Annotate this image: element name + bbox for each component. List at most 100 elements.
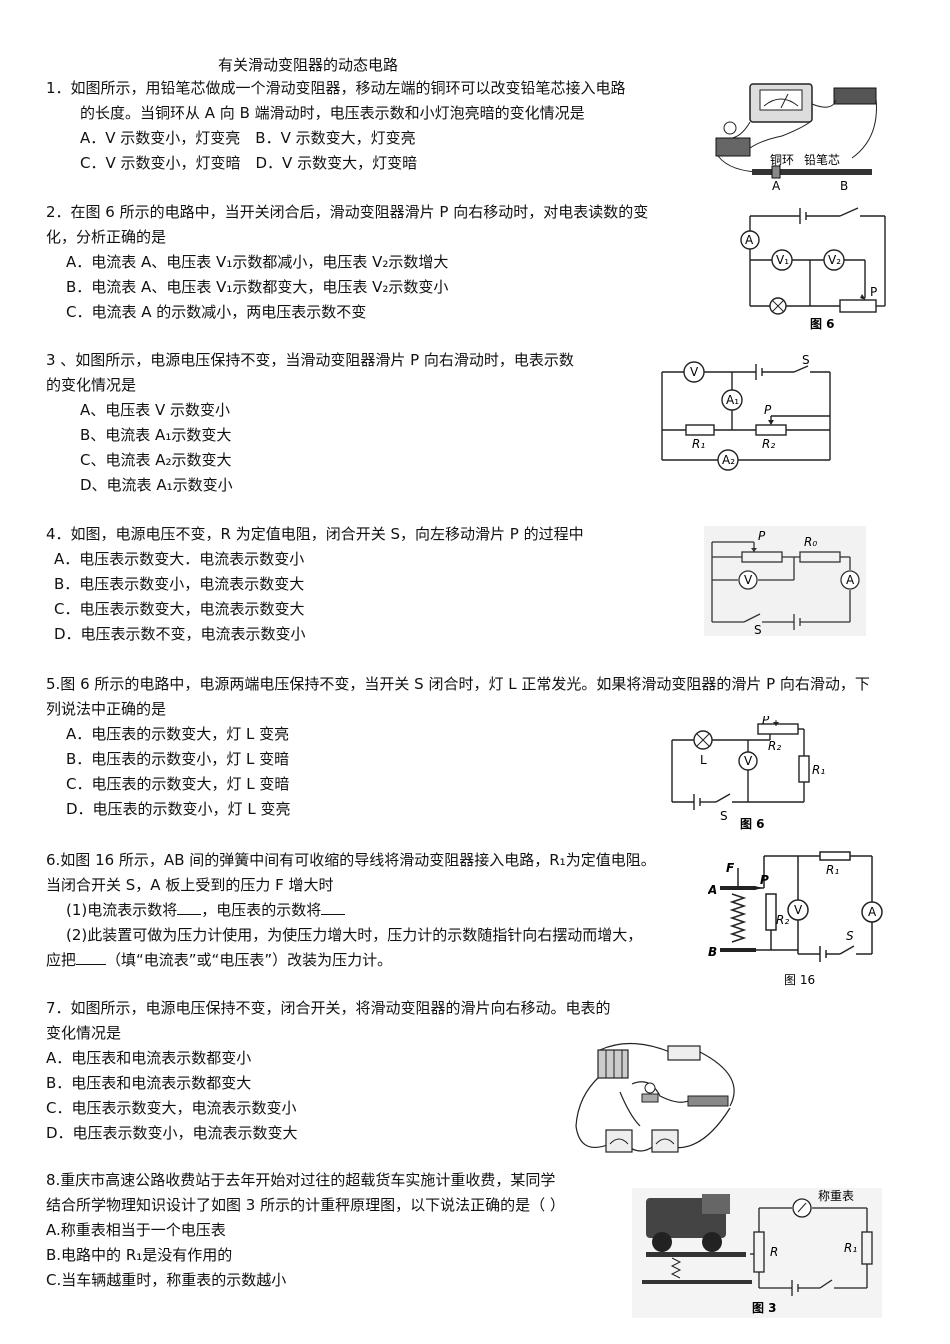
q8-fig-label-r: R (770, 1245, 778, 1259)
q1-fig-label-lead: 铅笔芯 (804, 152, 840, 167)
q7-option-a: A．电压表和电流表示数都变小 (46, 1049, 252, 1067)
q1-stem-line-2: 的长度。当铜环从 A 向 B 端滑动时，电压表示数和小灯泡亮暗的变化情况是 (80, 104, 585, 122)
q8-fig-label-r1: R₁ (844, 1241, 857, 1255)
q5-option-d: D．电压表的示数变小，灯 L 变亮 (66, 800, 291, 818)
q6-fig-label-r1: R₁ (826, 863, 839, 877)
q6-fig-label-f: F (726, 861, 735, 875)
q7-option-d: D．电压表示数变小，电流表示数变大 (46, 1124, 298, 1142)
q2-fig-meter-v1: V₁ (776, 253, 789, 267)
q7-stem-line-1: 7．如图所示，电源电压保持不变，闭合开关，将滑动变阻器的滑片向右移动。电表的 (46, 999, 611, 1017)
q3-option-b: B、电流表 A₁示数变大 (80, 426, 232, 444)
q6-fig-caption: 图 16 (784, 973, 815, 987)
q4-fig-label-s: S (754, 623, 762, 636)
q5-fig-label-r2: R₂ (768, 739, 781, 753)
q3-fig-label-s: S (802, 354, 810, 367)
q8-figure: 称重表 R R₁ 图 3 (632, 1188, 882, 1318)
q5-option-c: C．电压表的示数变大，灯 L 变暗 (66, 775, 290, 793)
q6-part-1: (1)电流表示数将，电压表的示数将 (46, 898, 656, 923)
q5-fig-label-r1: R₁ (812, 763, 825, 777)
q6-fig-label-r2: R₂ (776, 913, 789, 927)
q5-option-b: B．电压表的示数变小，灯 L 变暗 (66, 750, 290, 768)
question-2: 2．在图 6 所示的电路中，当开关闭合后，滑动变阻器滑片 P 向右移动时，对电表… (46, 200, 648, 325)
q5-stem-line-2: 列说法中正确的是 (46, 700, 167, 718)
q6-fig-label-a: A (708, 883, 717, 897)
q7-figure (570, 1036, 746, 1166)
q2-figure: A V₁ V₂ P 图 6 (740, 206, 890, 332)
q4-fig-meter-v: V (744, 573, 753, 587)
q1-stem-line-1: 1．如图所示，用铅笔芯做成一个滑动变阻器，移动左端的铜环可以改变铅笔芯接入电路 (46, 79, 626, 97)
q6-fig-label-b: B (708, 945, 717, 959)
page-title: 有关滑动变阻器的动态电路 (218, 56, 399, 74)
q3-fig-label-p: P (764, 403, 772, 417)
q6-fig-label-p: P (760, 873, 769, 887)
q6-stem-line-2: 当闭合开关 S，A 板上受到的压力 F 增大时 (46, 876, 334, 894)
question-4: 4．如图，电源电压不变，R 为定值电阻，闭合开关 S，向左移动滑片 P 的过程中… (46, 522, 584, 647)
question-7: 7．如图所示，电源电压保持不变，闭合开关，将滑动变阻器的滑片向右移动。电表的 变… (46, 996, 611, 1146)
q4-option-b: B．电压表示数变小，电流表示数变大 (54, 575, 305, 593)
q5-fig-label-p: P (762, 716, 770, 727)
q4-stem: 4．如图，电源电压不变，R 为定值电阻，闭合开关 S，向左移动滑片 P 的过程中 (46, 525, 584, 543)
q5-figure: L P R₂ R₁ V S 图 6 (664, 716, 830, 832)
q5-fig-label-l: L (700, 753, 707, 767)
q1-options-cd: C．V 示数变小，灯变暗 D．V 示数变大，灯变暗 (80, 154, 418, 172)
q8-option-b: B.电路中的 R₁是没有作用的 (46, 1246, 233, 1264)
question-5: 5.图 6 所示的电路中，电源两端电压保持不变，当开关 S 闭合时，灯 L 正常… (46, 672, 870, 822)
question-8: 8.重庆市高速公路收费站于去年开始对过往的超载货车实施计重收费，某同学 结合所学… (46, 1168, 565, 1293)
q3-fig-meter-v: V (690, 365, 699, 379)
q1-options-ab: A．V 示数变小，灯变亮 B．V 示数变大，灯变亮 (80, 129, 416, 147)
q4-figure: P R₀ V A S (704, 526, 866, 636)
q2-fig-caption: 图 6 (810, 317, 835, 331)
q7-stem-line-2: 变化情况是 (46, 1024, 122, 1042)
q4-option-d: D．电压表示数不变，电流表示数变小 (54, 625, 306, 643)
q2-fig-label-p: P (870, 285, 877, 299)
q3-option-d: D、电流表 A₁示数变小 (80, 476, 233, 494)
q2-fig-meter-a: A (745, 233, 754, 247)
q4-fig-label-p: P (758, 529, 766, 543)
q1-fig-label-b: B (840, 179, 848, 193)
question-6: 6.如图 16 所示，AB 间的弹簧中间有可收缩的导线将滑动变阻器接入电路，R₁… (46, 848, 656, 973)
q6-figure: F A B P R₁ R₂ V A S 图 16 (708, 850, 888, 990)
q3-stem-line-1: 3 、如图所示，电源电压保持不变，当滑动变阻器滑片 P 向右滑动时，电表示数 (46, 351, 574, 369)
q4-option-c: C．电压表示数变大，电流表示数变大 (54, 600, 305, 618)
q2-option-c: C．电流表 A 的示数减小，两电压表示数不变 (66, 303, 367, 321)
q6-part-2-cont: 应把（填“电流表”或“电压表”）改装为压力计。 (46, 950, 393, 969)
q3-option-a: A、电压表 V 示数变小 (80, 401, 231, 419)
q3-option-c: C、电流表 A₂示数变大 (80, 451, 232, 469)
q8-fig-caption: 图 3 (752, 1301, 777, 1315)
q8-option-a: A.称重表相当于一个电压表 (46, 1221, 226, 1239)
q8-stem-line-2: 结合所学物理知识设计了如图 3 所示的计重秤原理图，以下说法正确的是（ ） (46, 1196, 565, 1214)
q6-fig-meter-v: V (794, 903, 803, 917)
q6-fig-label-s: S (846, 929, 854, 943)
q5-fig-meter-v: V (744, 754, 753, 768)
q8-option-c: C.当车辆越重时，称重表的示数越小 (46, 1271, 287, 1289)
q5-stem-line-1: 5.图 6 所示的电路中，电源两端电压保持不变，当开关 S 闭合时，灯 L 正常… (46, 675, 870, 693)
q5-fig-label-s: S (720, 809, 728, 823)
question-3: 3 、如图所示，电源电压保持不变，当滑动变阻器滑片 P 向右滑动时，电表示数 的… (46, 348, 574, 498)
q6-blank-1[interactable] (177, 900, 202, 915)
q6-blank-2[interactable] (321, 900, 346, 915)
q2-option-a: A．电流表 A、电压表 V₁示数都减小，电压表 V₂示数增大 (66, 253, 449, 271)
q3-fig-label-r2: R₂ (762, 437, 775, 451)
q3-figure: V A₁ A₂ S P R₁ R₂ (656, 354, 836, 474)
q6-part-2: (2)此装置可做为压力计使用，为使压力增大时，压力计的示数随指针向右摆动而增大， (66, 926, 643, 944)
q5-fig-caption: 图 6 (740, 817, 765, 831)
q6-blank-3[interactable] (76, 950, 107, 965)
q7-option-c: C．电压表示数变大，电流表示数变小 (46, 1099, 297, 1117)
q4-option-a: A．电压表示数变大．电流表示数变小 (54, 550, 305, 568)
q2-option-b: B．电流表 A、电压表 V₁示数都变大，电压表 V₂示数变小 (66, 278, 449, 296)
q4-fig-meter-a: A (846, 573, 855, 587)
q3-fig-label-r1: R₁ (692, 437, 705, 451)
q6-fig-meter-a: A (868, 905, 877, 919)
q3-fig-meter-a2: A₂ (722, 453, 735, 467)
q1-fig-label-a: A (772, 179, 781, 193)
q2-stem-line-2: 化，分析正确的是 (46, 228, 167, 246)
q3-stem-line-2: 的变化情况是 (46, 376, 137, 394)
q2-fig-meter-v2: V₂ (828, 253, 841, 267)
question-1: 1．如图所示，用铅笔芯做成一个滑动变阻器，移动左端的铜环可以改变铅笔芯接入电路 … (46, 76, 626, 176)
q2-stem-line-1: 2．在图 6 所示的电路中，当开关闭合后，滑动变阻器滑片 P 向右移动时，对电表… (46, 203, 649, 221)
q1-figure: 铜环 铅笔芯 A B (712, 78, 882, 196)
q7-option-b: B．电压表和电流表示数都变大 (46, 1074, 252, 1092)
q6-stem-line-1: 6.如图 16 所示，AB 间的弹簧中间有可收缩的导线将滑动变阻器接入电路，R₁… (46, 851, 656, 869)
q4-fig-label-r: R₀ (804, 535, 817, 549)
